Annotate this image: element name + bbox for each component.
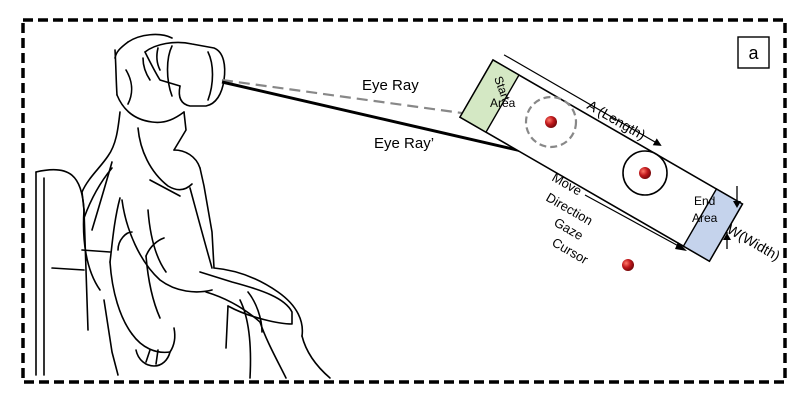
- end-area-label-line2: Area: [692, 211, 718, 225]
- gaze-cursor-label-line2: Cursor: [550, 235, 592, 268]
- gaze-cursor-dot: [622, 259, 634, 271]
- target-strip: [458, 54, 744, 263]
- torso: [81, 111, 215, 293]
- width-label: W(Width): [725, 221, 784, 264]
- seated-person-illustration: [35, 33, 331, 379]
- outer-dashed-frame: [21, 18, 787, 384]
- start-area-label-line2: Area: [490, 96, 516, 110]
- panel-label: a: [748, 43, 759, 63]
- arm: [109, 197, 176, 367]
- start-area: [459, 59, 520, 134]
- eye-ray-dashed-line: [221, 78, 499, 120]
- head: [114, 33, 187, 151]
- width-arrowhead-up: [723, 233, 731, 240]
- move-direction-arrowhead: [675, 242, 687, 251]
- vr-headset: [142, 41, 226, 107]
- length-arrow: [503, 54, 661, 146]
- length-arrowhead: [652, 138, 662, 146]
- chair: [35, 168, 293, 376]
- current-target-dot: [639, 167, 651, 179]
- previous-gaze-circle: [524, 95, 578, 149]
- current-gaze-circle: [622, 150, 668, 196]
- move-direction-arrow: [584, 194, 685, 250]
- end-area: [682, 188, 744, 263]
- eye-ray-label: Eye Ray: [362, 77, 419, 94]
- panel-label-box: [737, 36, 770, 69]
- eye-ray-prime-label: Eye Ray’: [374, 135, 434, 152]
- previous-target-dot: [545, 116, 557, 128]
- legs: [205, 267, 331, 379]
- end-area-label-line1: End: [694, 194, 715, 208]
- width-arrowhead-down: [733, 201, 741, 208]
